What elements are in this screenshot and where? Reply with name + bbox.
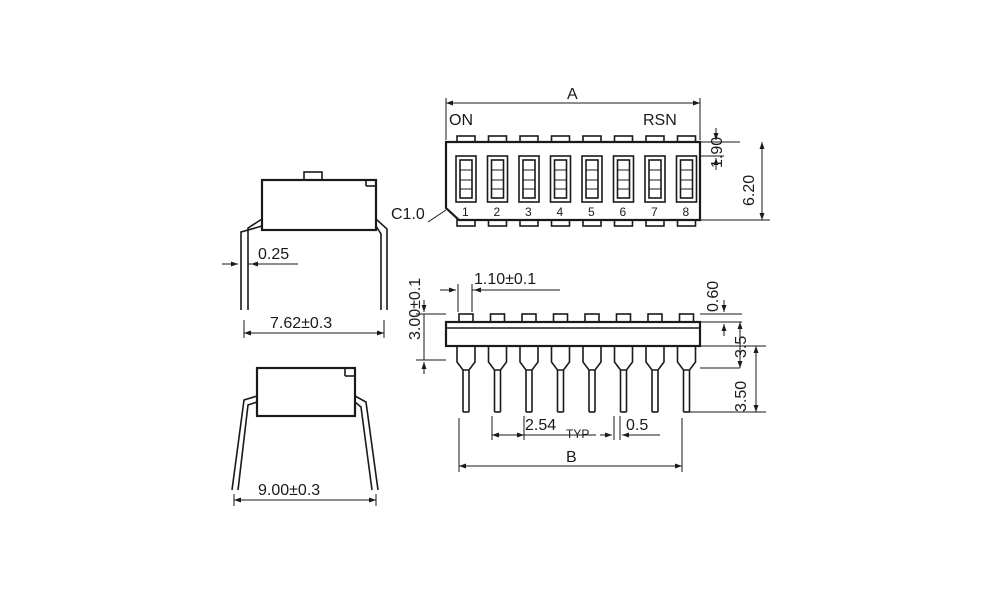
lead-2 — [487, 313, 508, 413]
dim-350-label: 3.50 — [733, 381, 750, 412]
switch-number-6: 6 — [620, 205, 627, 219]
dim-762-label: 7.62±0.3 — [270, 315, 332, 332]
dim-35-label: 3.5 — [733, 336, 750, 358]
dim-190-label: 1.90 — [709, 137, 726, 168]
switch-4: 4 — [549, 135, 572, 227]
lead-1 — [456, 313, 476, 413]
dim-900-label: 9.00±0.3 — [258, 482, 320, 499]
side-view-lower: 9.00±0.3 — [231, 366, 379, 506]
dim-300-label: 3.00±0.1 — [407, 278, 424, 340]
switch-number-5: 5 — [588, 205, 595, 219]
lead-3 — [519, 313, 539, 413]
switch-number-7: 7 — [651, 205, 658, 219]
dim-254-label: 2.54 — [525, 417, 556, 434]
switch-number-8: 8 — [683, 205, 690, 219]
switch-5: 5 — [581, 135, 603, 227]
lead-5 — [582, 313, 602, 413]
dim-c10-label: C1.0 — [391, 206, 425, 223]
switch-number-4: 4 — [557, 205, 564, 219]
switch-number-3: 3 — [525, 205, 532, 219]
dim-110-label: 1.10±0.1 — [474, 271, 536, 288]
dim-060-label: 0.60 — [705, 281, 722, 312]
on-label: ON — [449, 112, 473, 129]
dim-620-label: 6.20 — [741, 175, 758, 206]
switch-6: 6 — [612, 135, 635, 227]
switch-8: 8 — [675, 135, 698, 227]
switch-number-1: 1 — [462, 205, 469, 219]
dim-05-label: 0.5 — [626, 417, 648, 434]
switch-number-2: 2 — [494, 205, 501, 219]
typ-label: TYP — [566, 427, 589, 441]
switch-7: 7 — [644, 135, 666, 227]
top-view: A ON RSN C1.0 1.90 6.20 1 2 3 4 5 6 7 8 — [391, 86, 770, 227]
rsn-label: RSN — [643, 112, 677, 129]
front-view: 1.10±0.1 3.00±0.1 0.60 3.5 3.50 2.54 TYP — [407, 271, 766, 472]
lead-7 — [645, 313, 665, 413]
switch-3: 3 — [518, 135, 540, 227]
dim-a-label: A — [567, 86, 578, 103]
dim-025-label: 0.25 — [258, 246, 289, 263]
lead-4 — [550, 313, 571, 413]
lead-6 — [613, 313, 634, 413]
side-view-upper: 0.25 7.62±0.3 — [222, 171, 388, 338]
switch-2: 2 — [486, 135, 509, 227]
dim-b-label: B — [566, 449, 577, 466]
switch-1: 1 — [455, 135, 477, 227]
